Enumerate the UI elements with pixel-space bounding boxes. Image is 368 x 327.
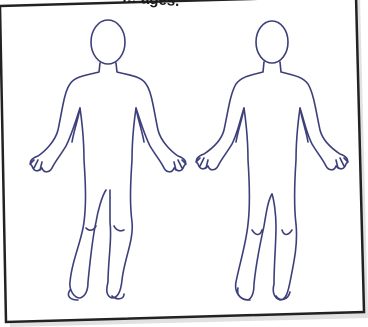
body-chart-svg (0, 0, 368, 327)
body-chart-card: … ages. (0, 0, 368, 327)
